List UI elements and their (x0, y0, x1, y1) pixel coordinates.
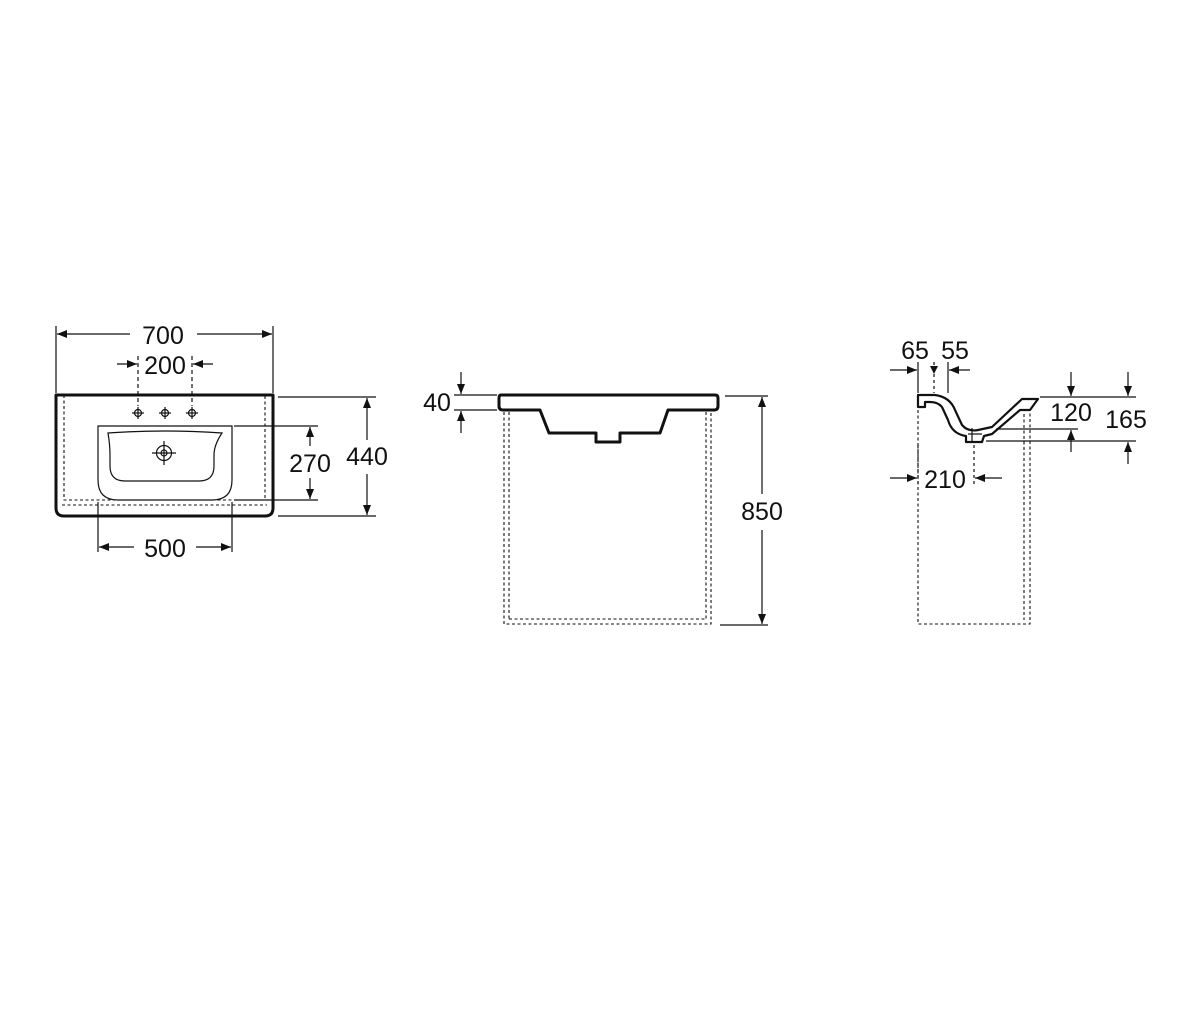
dim-tap-offset-65: 65 (901, 337, 929, 365)
front-view: 40 850 (423, 372, 783, 626)
dim-rim-40: 40 (423, 389, 451, 417)
side-basin-outline (916, 393, 1040, 444)
dim-tap-hole-55: 55 (941, 337, 969, 365)
dim-height-850: 850 (741, 498, 783, 526)
front-cabinet-outline (503, 412, 712, 625)
side-view: 65 55 120 165 210 (890, 337, 1147, 625)
plan-bowl-inner (107, 430, 224, 482)
dim-width-700: 700 (142, 322, 184, 350)
plan-bowl-outer (97, 425, 233, 501)
dim-bowl-depth-120: 120 (1050, 399, 1092, 427)
dim-overall-165: 165 (1105, 406, 1147, 434)
dim-depth-440: 440 (346, 443, 388, 471)
front-basin-outline (497, 393, 720, 444)
tap-hole-icon (186, 407, 198, 419)
plan-view: 700 200 500 270 440 (54, 322, 388, 563)
side-cabinet-outline (917, 410, 1031, 625)
dim-waste-offset-210: 210 (924, 466, 966, 494)
plan-basin-outline (54, 393, 275, 518)
dim-bowl-width-500: 500 (144, 535, 186, 563)
waste-outlet-icon (152, 441, 176, 465)
dim-bowl-depth-270: 270 (289, 450, 331, 478)
dim-tap-spacing-200: 200 (144, 352, 186, 380)
tap-hole-icon (159, 407, 171, 419)
tap-hole-icon (132, 407, 144, 419)
